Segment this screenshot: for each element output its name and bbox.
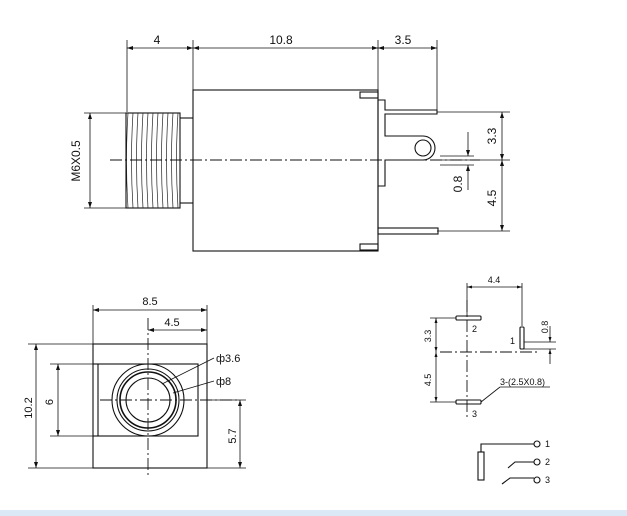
pin3-wire xyxy=(501,477,534,485)
schematic-pin1: 1 xyxy=(545,439,550,449)
schematic-pin2: 2 xyxy=(545,457,550,467)
pin3-terminal xyxy=(533,476,541,484)
bottom-band xyxy=(0,510,627,516)
schematic-symbol: 1 2 3 xyxy=(477,439,550,485)
dim-label-5-7: 5.7 xyxy=(227,428,239,443)
terminal-upper xyxy=(377,99,438,187)
terminal-lower xyxy=(377,227,439,235)
slot-3-label: 3 xyxy=(472,409,477,419)
pin1-terminal xyxy=(533,440,541,448)
dim-label-3-5: 3.5 xyxy=(395,33,412,47)
slot-2 xyxy=(455,315,482,321)
jack-sleeve-symbol xyxy=(477,451,485,481)
hole-large-label: ф8 xyxy=(216,376,231,388)
dim-label-10-8: 10.8 xyxy=(269,33,293,47)
footprint-dim-4-5: 4.5 xyxy=(423,374,433,387)
dim-label-0-8: 0.8 xyxy=(451,175,465,192)
front-body xyxy=(92,343,208,469)
dim-label-4-5-front: 4.5 xyxy=(164,317,179,329)
dim-label-4: 4 xyxy=(154,33,161,47)
footprint-dim-0-8: 0.8 xyxy=(540,321,550,334)
dim-label-10-2: 10.2 xyxy=(23,397,35,418)
dim-label-8-5: 8.5 xyxy=(142,296,157,308)
side-view: 4 10.8 3.5 M6X0.5 xyxy=(69,33,510,252)
pin2-terminal xyxy=(533,458,541,466)
schematic-pin3: 3 xyxy=(545,475,550,485)
pin1-wire xyxy=(480,443,534,452)
slot-2-label: 2 xyxy=(472,324,477,334)
terminal-hole xyxy=(414,139,432,157)
slot-3 xyxy=(455,399,482,405)
thread-ridges xyxy=(126,112,179,209)
footprint-dim-3-3: 3.3 xyxy=(423,330,433,343)
dim-label-6: 6 xyxy=(44,399,56,405)
dim-label-3-3: 3.3 xyxy=(485,127,499,144)
hole-small-label: ф3.6 xyxy=(216,353,240,365)
slot-callout: 3-(2.5X0.8) xyxy=(500,377,545,387)
thread-label: M6X0.5 xyxy=(69,140,83,182)
front-view: 8.5 4.5 ф3.6 ф8 10.2 6 xyxy=(23,296,246,478)
pcb-footprint: 4.4 2 1 3 3.3 4.5 0.8 3-(2.5X0.8 xyxy=(423,275,556,420)
pin2-wire xyxy=(507,461,534,469)
dim-label-4-5: 4.5 xyxy=(485,189,499,206)
slot-1-label: 1 xyxy=(510,336,515,346)
jack-body xyxy=(192,89,379,252)
footprint-dim-4-4: 4.4 xyxy=(488,275,501,285)
slot-1 xyxy=(519,326,525,350)
